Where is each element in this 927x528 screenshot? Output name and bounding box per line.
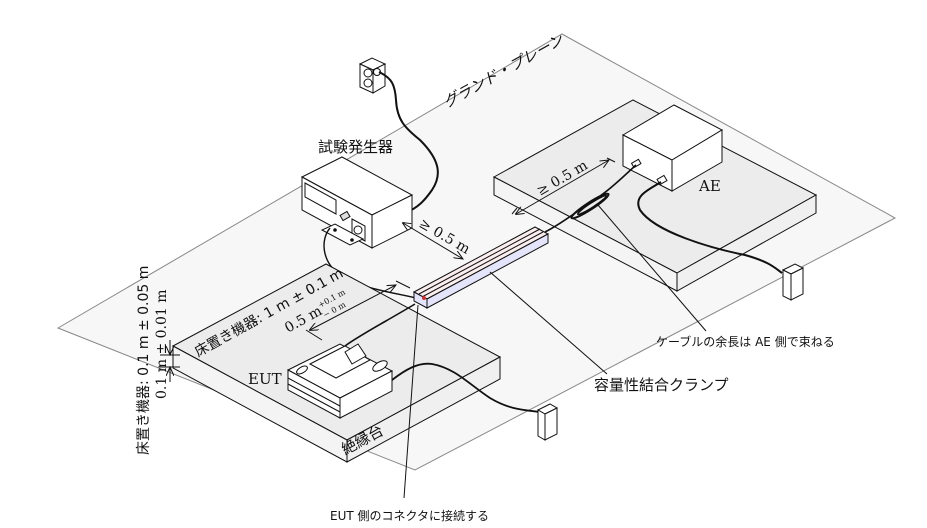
power-outlet-ae: [781, 263, 805, 301]
coupling-clamp: [412, 226, 550, 309]
eut-printer: [286, 343, 394, 419]
leader-cable-excess: [597, 204, 707, 332]
dim-eut-clamp: [310, 285, 396, 330]
leader-clamp: [489, 271, 608, 375]
eut-label: EUT: [248, 370, 282, 388]
dim-generator-clamp: [403, 223, 463, 259]
ground-plane: [56, 33, 897, 471]
height-table-label: 0.1 m ± 0.01 m: [154, 289, 170, 399]
power-outlet-eut: [536, 403, 559, 441]
leader-eut-connector: [403, 304, 419, 499]
test-generator-label: 試験発生器: [318, 138, 393, 156]
power-outlet-generator: [358, 57, 387, 94]
ae-label: AE: [698, 177, 721, 195]
eut-connector-label: EUT 側のコネクタに接続する: [330, 508, 489, 523]
height-floor-label: 床置き機器: 0.1 m ± 0.05 m: [136, 266, 152, 455]
ae-power-cable: [637, 181, 783, 274]
generator-power-cable: [378, 71, 439, 214]
dim-clamp-ae: [516, 160, 609, 214]
test-generator: [300, 156, 414, 249]
clamp-label: 容量性結合クランプ: [594, 376, 729, 394]
cable-excess-label: ケーブルの余長は AE 側で束ねる: [656, 334, 835, 349]
eut-power-cable: [391, 362, 541, 413]
ae-box: [621, 104, 724, 192]
